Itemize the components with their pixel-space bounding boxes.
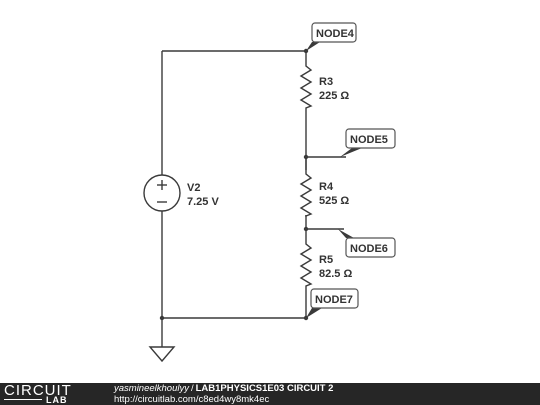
node7-box (310, 288, 359, 309)
r3-name-label: R3 (319, 76, 333, 88)
resistor-r3: R3 225 Ω (299, 62, 349, 112)
author-link[interactable]: yasmineelkhoulyy (114, 383, 189, 394)
voltage-source-v2: V2 7.25 V (143, 174, 219, 212)
node5-label: NODE5 (350, 134, 388, 146)
v2-name-label: V2 (187, 182, 200, 194)
node-tag-node6: NODE6 (338, 229, 396, 258)
node4-flag (306, 42, 320, 51)
logo-wordmark-bottom: LAB (46, 395, 68, 405)
node6-box (345, 237, 396, 258)
footer-info: yasmineelkhoulyy/LAB1PHYSICS1E03 CIRCUIT… (114, 383, 334, 405)
node6-label: NODE6 (350, 243, 388, 255)
v2-value-label: 7.25 V (187, 196, 219, 208)
title-separator: / (190, 383, 194, 394)
r5-value-label: 82.5 Ω (319, 268, 352, 280)
resistor-r4-zigzag (299, 170, 313, 218)
footer-bar: CIRCUIT LAB yasmineelkhoulyy/LAB1PHYSICS… (0, 383, 540, 405)
r4-value-label: 525 Ω (319, 195, 349, 207)
footer-title-line: yasmineelkhoulyy/LAB1PHYSICS1E03 CIRCUIT… (114, 383, 334, 395)
node7-flag (306, 308, 322, 318)
junction-node5 (303, 154, 309, 160)
node6-flag (338, 229, 354, 238)
voltage-source-symbol (143, 174, 181, 212)
ground-icon (148, 346, 176, 363)
resistor-r5-zigzag (299, 240, 313, 288)
node4-box (311, 22, 357, 43)
resistor-r3-zigzag (299, 62, 313, 112)
logo-wordmark-top: CIRCUIT (4, 382, 72, 399)
circuit-schematic: V2 7.25 V R3 225 Ω R4 525 Ω R5 82.5 Ω NO… (143, 22, 396, 363)
r4-name-label: R4 (319, 181, 334, 193)
resistor-r5: R5 82.5 Ω (299, 240, 352, 288)
junction-node6 (303, 226, 309, 232)
node-tag-node5: NODE5 (340, 128, 396, 157)
node4-label: NODE4 (316, 28, 355, 40)
r3-value-label: 225 Ω (319, 90, 349, 102)
circuit-title: LAB1PHYSICS1E03 CIRCUIT 2 (195, 383, 334, 394)
circuitlab-logo[interactable]: CIRCUIT LAB (4, 383, 96, 405)
node5-flag (340, 148, 362, 157)
node7-label: NODE7 (315, 294, 353, 306)
node5-box (345, 128, 396, 149)
junction-ground (159, 315, 165, 321)
resistor-r4: R4 525 Ω (299, 170, 349, 218)
node-tag-node7: NODE7 (306, 288, 359, 318)
node-tag-node4: NODE4 (306, 22, 357, 51)
logo-wire-icon (4, 399, 42, 400)
r5-name-label: R5 (319, 254, 333, 266)
circuit-url[interactable]: http://circuitlab.com/c8ed4wy8mk4ec (114, 393, 270, 405)
